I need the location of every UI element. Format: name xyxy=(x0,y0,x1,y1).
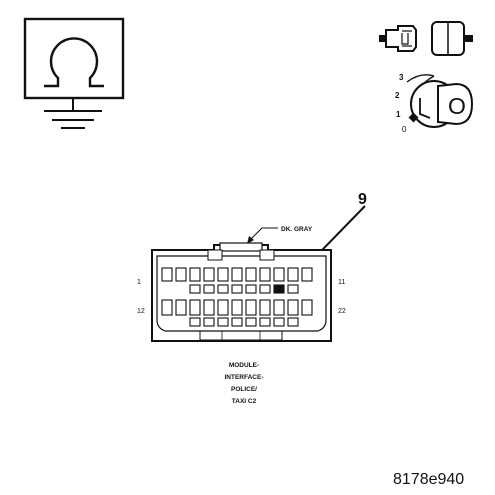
connector-name: MODULE- INTERFACE- POLICE/ TAXI C2 xyxy=(225,362,264,405)
key-position-0: 0 xyxy=(402,125,407,134)
connector-name-line-4: TAXI C2 xyxy=(232,398,257,405)
pin-label-11: 11 xyxy=(338,279,345,286)
disconnected-connector-icon xyxy=(379,21,473,56)
pin-label-12: 12 xyxy=(137,308,145,315)
pin-row-bottom xyxy=(161,299,313,327)
connector-name-line-2: INTERFACE- xyxy=(225,374,264,381)
connector-name-line-3: POLICE/ xyxy=(231,386,257,393)
pin-label-1: 1 xyxy=(137,279,141,286)
pin-label-22: 22 xyxy=(338,308,346,315)
pin-row-top xyxy=(161,267,313,294)
pin-9-highlight xyxy=(274,285,284,293)
ignition-key-icon: 3 2 1 0 O xyxy=(395,73,474,134)
ohmmeter-icon xyxy=(23,17,125,129)
connector-face: 9 DK. GRAY xyxy=(137,191,367,405)
key-position-1: 1 xyxy=(396,110,401,119)
wire-color-label: DK. GRAY xyxy=(281,226,313,233)
connector-name-line-1: MODULE- xyxy=(229,362,259,369)
key-position-3: 3 xyxy=(399,73,404,82)
figure-id: 8178e940 xyxy=(393,471,464,488)
key-position-2: 2 xyxy=(395,91,400,100)
key-letter: O xyxy=(448,93,466,119)
pin-callout-label: 9 xyxy=(358,191,367,208)
